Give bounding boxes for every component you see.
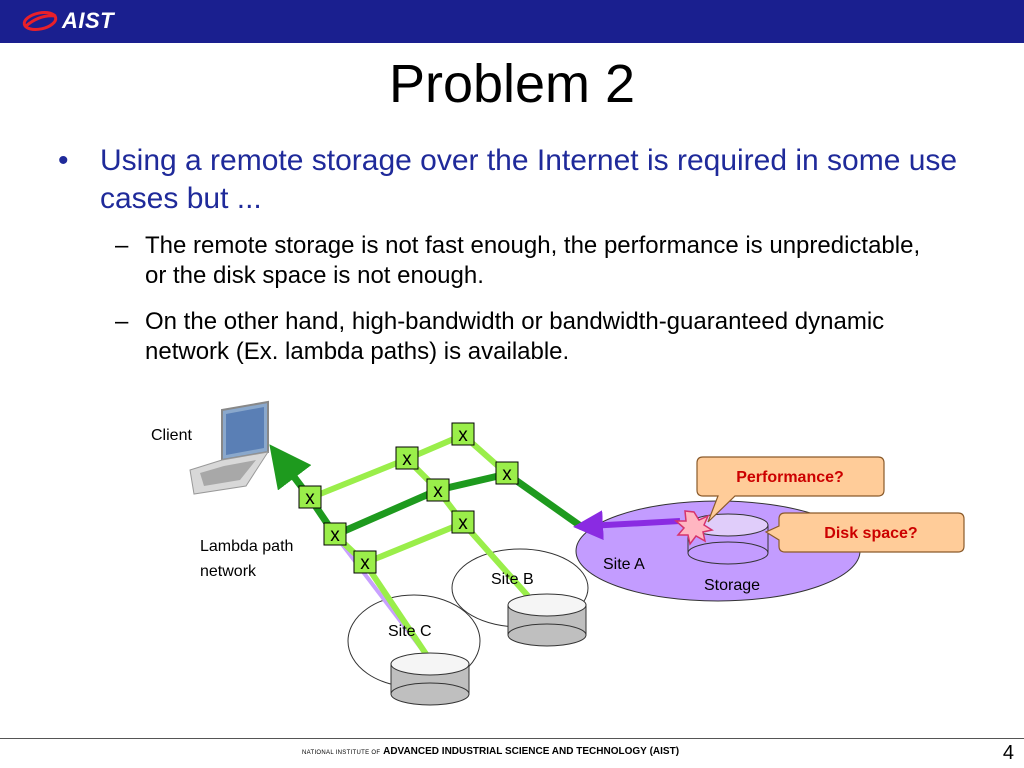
- sub-bullet-text: On the other hand, high-bandwidth or ban…: [145, 308, 885, 365]
- svg-text:Disk space?: Disk space?: [824, 525, 917, 542]
- site-a-label: Site A: [603, 556, 645, 573]
- laptop-icon: [189, 400, 270, 495]
- page-number: 4: [1002, 742, 1014, 764]
- client-label: Client: [151, 427, 192, 444]
- footer-name: ADVANCED INDUSTRIAL SCIENCE AND TECHNOLO…: [383, 746, 647, 757]
- switch-node: x: [298, 485, 322, 509]
- switch-node: x: [323, 522, 347, 546]
- svg-text:x: x: [402, 449, 412, 470]
- svg-text:Performance?: Performance?: [736, 469, 844, 486]
- header-bar: [0, 0, 1024, 43]
- storage-cylinder-icon: [390, 652, 470, 706]
- dash-marker: –: [115, 232, 129, 259]
- page-title: Problem 2: [388, 54, 636, 114]
- switch-node: x: [451, 422, 475, 446]
- switch-node: x: [353, 550, 377, 574]
- switch-node: x: [495, 461, 519, 485]
- network-label-line2: network: [200, 563, 257, 580]
- storage-cylinder-icon: [507, 593, 587, 647]
- svg-text:x: x: [305, 488, 315, 509]
- sub-bullet-item: – The remote storage is not fast enough,…: [115, 231, 935, 291]
- footer-divider: [0, 738, 1024, 739]
- svg-text:x: x: [433, 481, 443, 502]
- site-c-label: Site C: [388, 623, 432, 640]
- svg-text:x: x: [458, 425, 468, 446]
- svg-text:x: x: [330, 525, 340, 546]
- switch-node: x: [395, 446, 419, 470]
- logo-text: AIST: [62, 8, 115, 33]
- svg-text:x: x: [458, 513, 468, 534]
- performance-callout: Performance?: [696, 456, 885, 523]
- problem-burst-icon: [674, 510, 714, 546]
- aist-swoosh-icon: [22, 10, 58, 32]
- dash-marker: –: [115, 308, 129, 335]
- storage-arrow: [573, 510, 681, 541]
- sub-bullet-item: – On the other hand, high-bandwidth or b…: [115, 307, 935, 367]
- footer-prefix: NATIONAL INSTITUTE OF: [302, 750, 381, 756]
- switch-node: x: [451, 510, 475, 534]
- storage-label: Storage: [704, 577, 760, 594]
- disk-space-callout: Disk space?: [764, 512, 965, 553]
- footer-org: NATIONAL INSTITUTE OF ADVANCED INDUSTRIA…: [302, 746, 679, 757]
- switch-node: x: [426, 478, 450, 502]
- footer-abbr: (AIST): [649, 746, 680, 757]
- network-label-line1: Lambda path: [200, 538, 293, 555]
- bullet-marker: •: [58, 144, 69, 177]
- aist-logo: AIST: [22, 5, 114, 37]
- site-b-label: Site B: [491, 571, 534, 588]
- svg-text:x: x: [360, 553, 370, 574]
- bullet-text: Using a remote storage over the Internet…: [100, 144, 958, 215]
- bullet-item: • Using a remote storage over the Intern…: [58, 142, 958, 218]
- svg-text:x: x: [502, 464, 512, 485]
- network-diagram: x x x x x x x x Client Lambda path netwo…: [151, 400, 965, 706]
- sub-bullet-text: The remote storage is not fast enough, t…: [145, 232, 921, 289]
